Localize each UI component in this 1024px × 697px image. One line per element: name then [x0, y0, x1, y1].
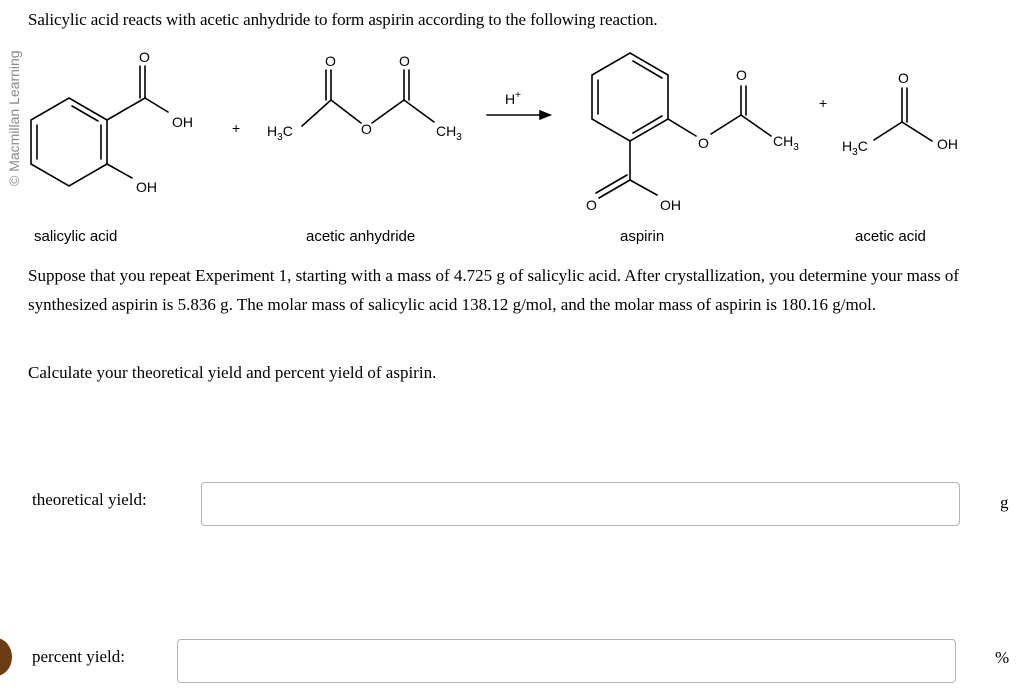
- acetic-acid-carbonyl-o: O: [898, 70, 909, 86]
- feedback-tab[interactable]: [0, 638, 12, 676]
- theoretical-yield-input[interactable]: [201, 482, 960, 526]
- aspirin-structure: [591, 52, 772, 199]
- aspirin-acid-o: O: [586, 197, 597, 213]
- salicylic-acid-label: salicylic acid: [34, 228, 118, 245]
- anhydride-ch3: CH3: [436, 123, 462, 143]
- anhydride-h3c: H3C: [267, 123, 293, 143]
- percent-yield-unit: %: [995, 648, 1010, 667]
- acetic-acid-h3c: H3C: [842, 138, 868, 158]
- theoretical-yield-unit: g: [1000, 493, 1009, 512]
- acid-catalyst-label: H+: [505, 90, 521, 107]
- plus-sign-1: +: [232, 120, 240, 136]
- aspirin-label: aspirin: [620, 228, 665, 245]
- problem-statement: Suppose that you repeat Experiment 1, st…: [28, 266, 959, 314]
- acetic-anhydride-label: acetic anhydride: [306, 228, 416, 245]
- anhydride-carbonyl-o-1: O: [325, 53, 336, 69]
- aspirin-carbonyl-o: O: [736, 67, 747, 83]
- intro-text: Salicylic acid reacts with acetic anhydr…: [28, 10, 658, 29]
- aspirin-ch3: CH3: [773, 133, 799, 153]
- acetic-acid-structure: [873, 87, 933, 142]
- acetic-anhydride-structure: [301, 69, 435, 127]
- anhydride-carbonyl-o-2: O: [399, 53, 410, 69]
- question-text: Calculate your theoretical yield and per…: [28, 363, 437, 382]
- anhydride-bridge-o: O: [361, 121, 372, 137]
- salicylic-carbonyl-o: O: [139, 49, 150, 65]
- aspirin-acid-oh: OH: [660, 197, 681, 213]
- salicylic-acid-structure: [30, 65, 169, 187]
- reaction-scheme: O OH OH + H3C O O O CH3 H+: [30, 49, 958, 213]
- plus-sign-2: +: [819, 95, 827, 111]
- percent-yield-input[interactable]: [177, 639, 956, 683]
- reaction-arrow: [486, 109, 553, 121]
- acetic-acid-label: acetic acid: [855, 228, 926, 245]
- acetic-acid-oh: OH: [937, 136, 958, 152]
- percent-yield-label: percent yield:: [32, 647, 125, 666]
- salicylic-acid-oh: OH: [172, 114, 193, 130]
- aspirin-ester-o: O: [698, 135, 709, 151]
- theoretical-yield-label: theoretical yield:: [32, 490, 147, 509]
- salicylic-phenol-oh: OH: [136, 179, 157, 195]
